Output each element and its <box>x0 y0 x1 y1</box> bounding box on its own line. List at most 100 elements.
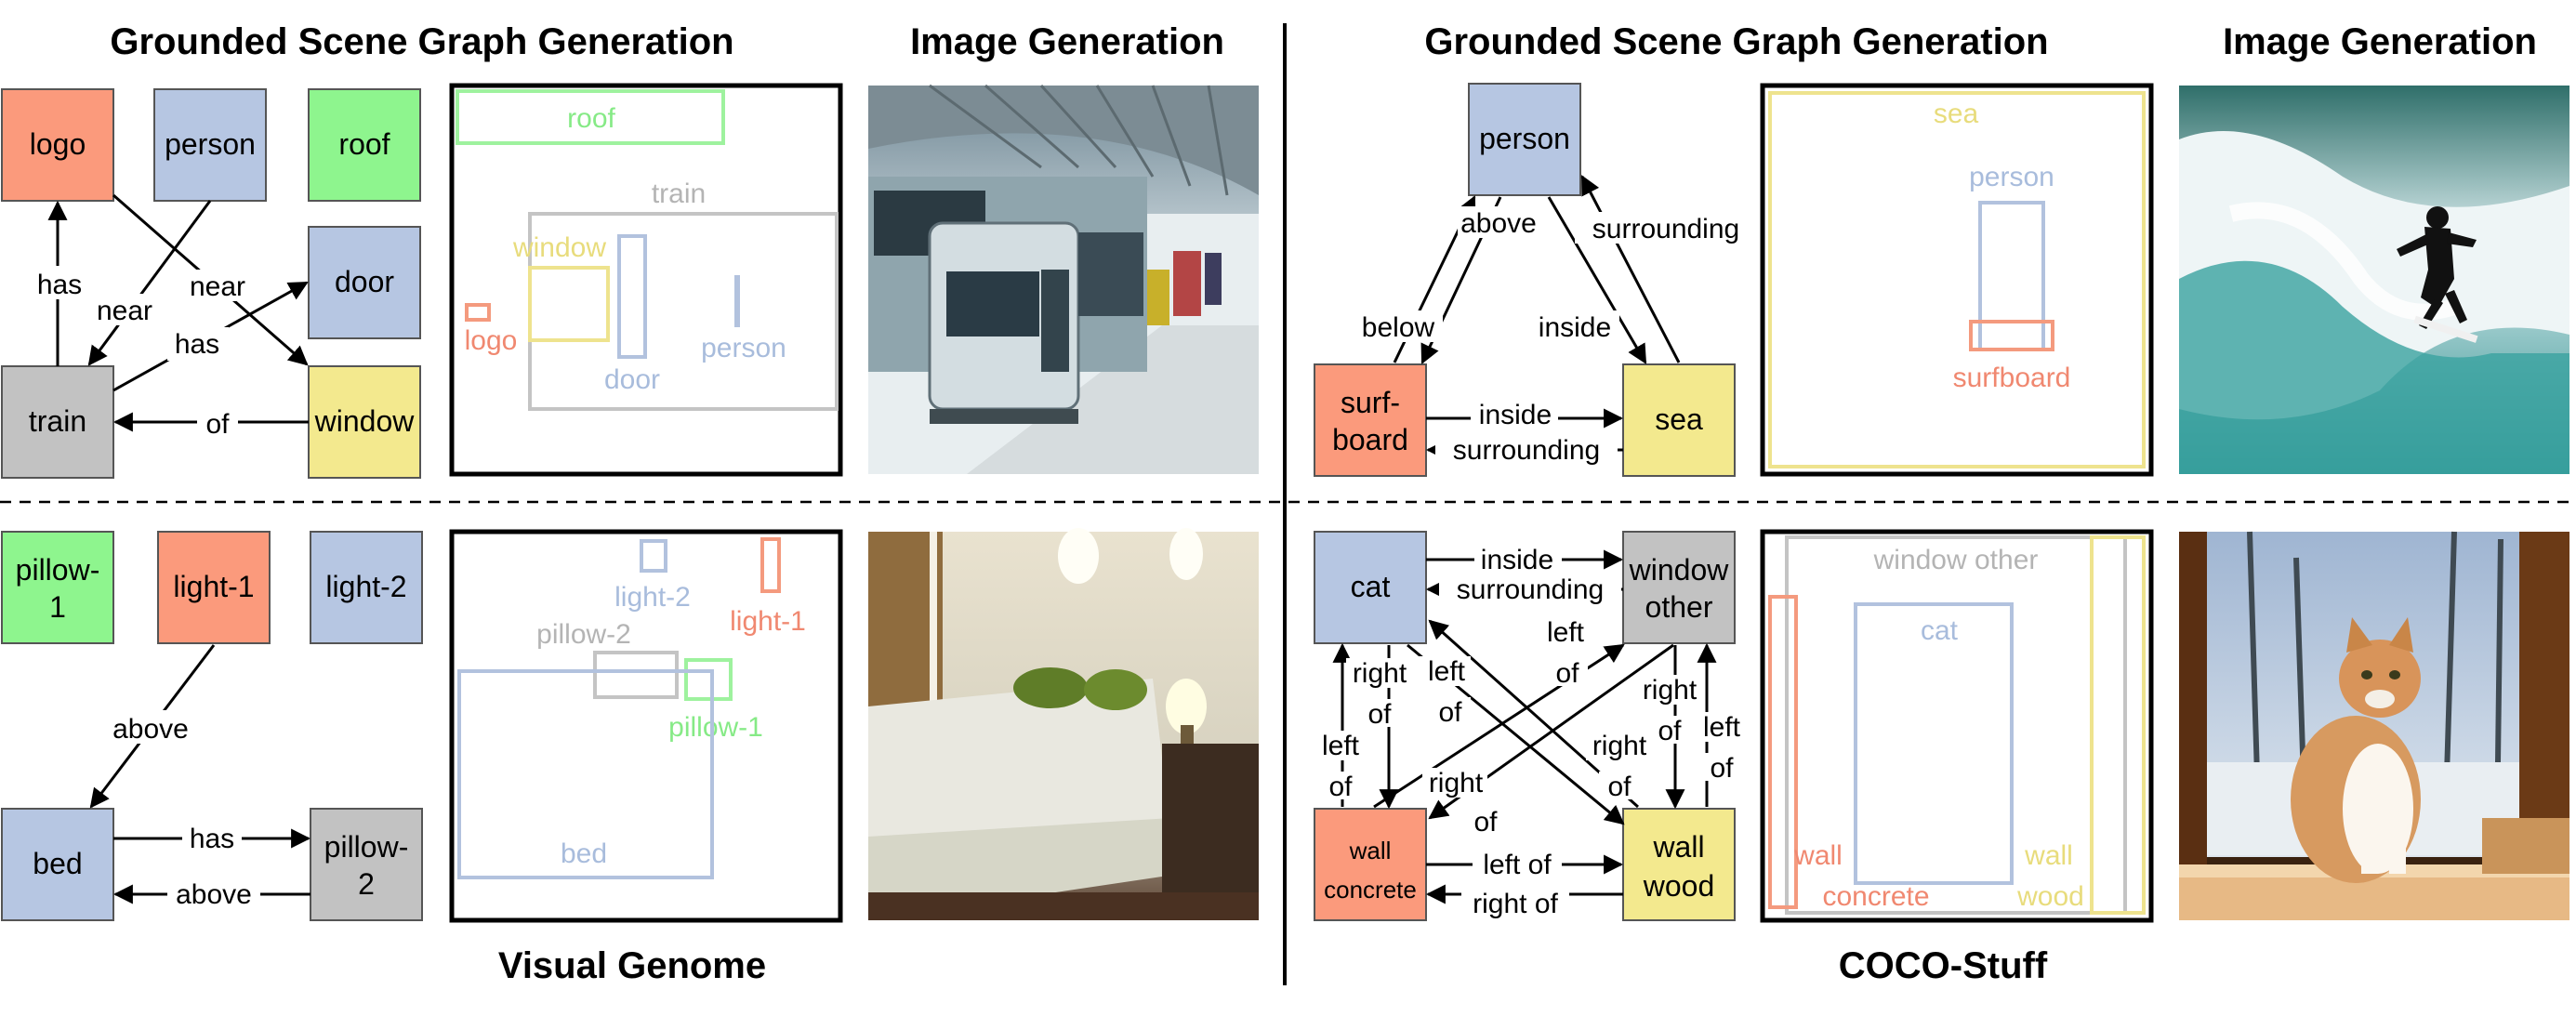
node-person <box>1468 83 1581 196</box>
box-sea <box>1768 91 2146 468</box>
box-window-other <box>1785 535 2127 915</box>
box-pillow-1-label: pillow-1 <box>668 712 763 743</box>
edge-label-left: left <box>1547 617 1585 648</box>
vg-bottom-graph: pillow- 1 light-1 light-2 bed pillow- 2 … <box>1 531 423 921</box>
box-train-label: train <box>652 178 706 209</box>
node-pillow-2 <box>310 808 423 921</box>
vg-bottom-layout: light-2 light-1 pillow-2 pillow-1 bed <box>449 529 843 923</box>
node-surfboard-label: board <box>1332 423 1408 456</box>
vg-top-layout: roof train window logo door person <box>449 83 843 477</box>
node-cat-label: cat <box>1351 570 1391 603</box>
edge-label-inside: inside <box>1481 545 1553 575</box>
box-light-1 <box>760 537 781 593</box>
coco-top-graph: person surf- board sea above surrounding… <box>1314 83 1757 477</box>
edge-label-of: of <box>1328 772 1353 802</box>
edge-label-has: has <box>37 270 82 300</box>
box-window-other-label: window other <box>1873 545 2039 575</box>
box-surfboard <box>1969 320 2054 351</box>
header-left-img: Image Generation <box>910 21 1224 62</box>
box-light-1-label: light-1 <box>730 606 806 637</box>
edge-label-left-of: left of <box>1483 850 1552 880</box>
node-light-2 <box>310 531 423 644</box>
vg-top-graph: logo person roof door train window has n… <box>1 88 421 479</box>
edge-label-of: of <box>1710 753 1734 784</box>
node-person-label: person <box>165 127 256 161</box>
node-window-other-label: other <box>1645 590 1713 624</box>
node-wall-concrete-label: wall <box>1349 837 1392 864</box>
node-wall-wood <box>1622 808 1736 921</box>
node-sea-label: sea <box>1655 402 1703 436</box>
node-pillow-2-label: pillow- <box>324 830 409 864</box>
box-pillow-1 <box>684 658 733 701</box>
edge-label-right: right <box>1592 731 1647 761</box>
generated-image-bedroom <box>868 528 1259 920</box>
node-cat <box>1314 531 1427 644</box>
generated-image-cat <box>2179 531 2569 920</box>
box-bed <box>457 669 714 879</box>
node-door-label: door <box>335 265 394 298</box>
box-window <box>528 266 610 342</box>
node-surfboard-label: surf- <box>1341 386 1400 419</box>
node-sea <box>1622 363 1736 477</box>
box-pillow-2-label: pillow-2 <box>536 619 631 650</box>
box-bed-label: bed <box>561 838 607 869</box>
node-person <box>153 88 267 202</box>
box-cat <box>1854 602 2014 885</box>
footer-right: COCO-Stuff <box>1839 945 2048 986</box>
box-person-label: person <box>1969 162 2054 192</box>
box-logo <box>465 303 491 322</box>
layout-frame <box>1760 83 2154 477</box>
edge-label-near: near <box>97 296 152 326</box>
edge-label-of: of <box>1607 772 1631 802</box>
generated-image-surfer <box>2179 86 2569 474</box>
box-door-label: door <box>604 364 660 395</box>
node-pillow-1-label: 1 <box>49 590 66 624</box>
box-logo-label: logo <box>465 325 518 356</box>
edge-label-inside: inside <box>1539 312 1611 343</box>
edge-label-below: below <box>1362 312 1435 343</box>
node-wall-wood-label: wood <box>1643 869 1715 903</box>
header-left-sgg: Grounded Scene Graph Generation <box>110 21 733 62</box>
box-wall-wood <box>2090 535 2146 915</box>
edge-label-above: above <box>112 714 189 745</box>
edge-label-of: of <box>1555 658 1579 689</box>
coco-top-layout: sea person surfboard <box>1760 83 2154 477</box>
edge-label-of: of <box>1438 697 1462 728</box>
edge-label-above: above <box>1460 208 1537 239</box>
edge-label-surrounding: surrounding <box>1592 214 1739 244</box>
edge-label-has: has <box>175 329 219 360</box>
edge-label-inside: inside <box>1479 400 1552 430</box>
header-right-sgg: Grounded Scene Graph Generation <box>1424 21 2048 62</box>
node-wall-concrete <box>1314 808 1427 921</box>
node-pillow-2-label: 2 <box>358 867 375 901</box>
node-window-other <box>1622 531 1736 644</box>
node-roof-label: roof <box>338 127 390 161</box>
node-pillow-1 <box>1 531 114 644</box>
box-light-2-label: light-2 <box>614 582 691 613</box>
node-light-1-label: light-1 <box>173 570 254 603</box>
box-sea-label: sea <box>1934 99 1979 129</box>
box-person-label: person <box>701 333 786 363</box>
box-window-label: window <box>512 232 606 263</box>
cat-figure <box>2291 617 2421 883</box>
edge-person-sea <box>1547 196 1647 364</box>
box-roof <box>456 89 725 145</box>
node-pillow-1-label: pillow- <box>16 553 100 587</box>
edge-sea-person <box>1580 175 1681 363</box>
footer-left: Visual Genome <box>498 945 766 986</box>
node-person-label: person <box>1479 122 1570 155</box>
edge-label-left: left <box>1703 712 1741 743</box>
box-surfboard-label: surfboard <box>1953 363 2071 393</box>
node-roof <box>308 88 421 202</box>
edge-label-above: above <box>176 879 252 910</box>
node-window-label: window <box>314 404 416 438</box>
edge-label-right-of: right of <box>1473 889 1558 919</box>
edge-label-near: near <box>190 271 245 302</box>
box-wall-wood-label: wood <box>2016 881 2084 912</box>
edge-label-right: right <box>1643 675 1698 706</box>
edge-label-of: of <box>1658 716 1682 746</box>
box-light-2 <box>640 539 667 573</box>
coco-bottom-layout: window other cat wall concrete wall wood <box>1760 529 2154 923</box>
